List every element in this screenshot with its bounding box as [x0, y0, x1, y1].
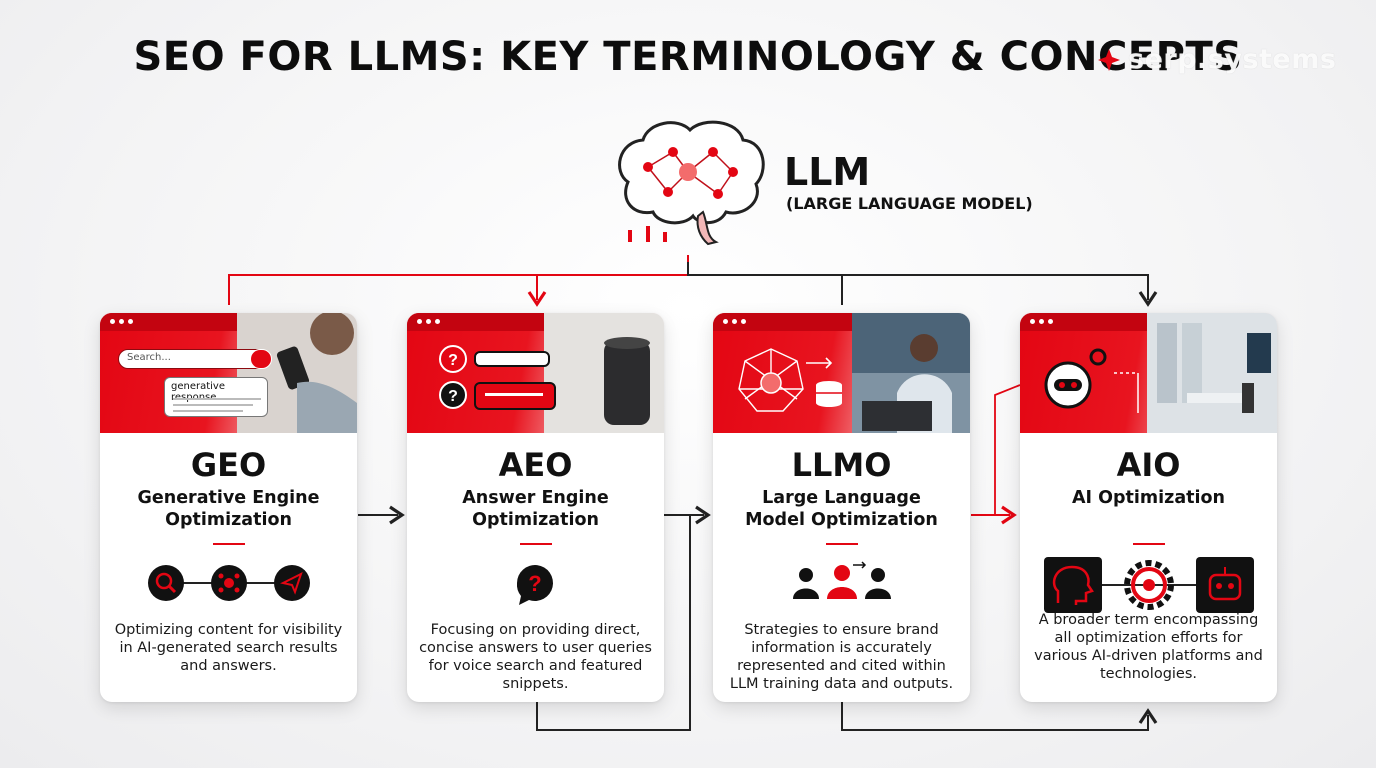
brain-head-icon: [1044, 557, 1102, 613]
divider: [519, 543, 552, 545]
card-name-line1: Large Language: [762, 488, 921, 508]
gear-icon: [1124, 560, 1174, 610]
robot-gear-illustration: [1044, 348, 1139, 413]
svg-text:?: ?: [528, 571, 541, 596]
watermark-text: serp.systems: [1128, 44, 1337, 75]
card-name-line1: Generative Engine: [137, 488, 320, 508]
laptop-user-photo: [852, 313, 970, 433]
search-placeholder: Search...: [127, 352, 171, 363]
search-icon: [148, 565, 184, 601]
card-acronym: GEO: [190, 446, 267, 484]
card-geo: Search... generative response GEO Genera…: [100, 313, 357, 702]
geo-icon-row: [148, 565, 310, 601]
card-name-line2: Optimization: [165, 510, 292, 530]
card-llmo: LLMO Large Language Model Optimization S…: [713, 313, 970, 702]
llmo-bottom-loop: [841, 702, 1158, 731]
card-header-image: ? ?: [407, 313, 664, 433]
svg-text:?: ?: [448, 352, 458, 369]
smart-speaker-photo: [544, 313, 664, 433]
llm-subtitle: (LARGE LANGUAGE MODEL): [786, 194, 1033, 213]
qa-bubbles-illustration: ? ?: [439, 345, 556, 410]
card-aeo: ? ? AEO Answer Engine Optimization ? Foc…: [407, 313, 664, 702]
network-node-icon: [211, 565, 247, 601]
card-name-line2: Optimization: [472, 510, 599, 530]
llmo-aio-red-link: [994, 384, 1021, 515]
card-description: Strategies to ensure brand information i…: [729, 622, 954, 692]
office-room-photo: [1147, 313, 1277, 433]
card-acronym: AEO: [498, 446, 573, 484]
card-acronym: LLMO: [791, 446, 892, 484]
card-name-line1: Answer Engine: [462, 488, 609, 508]
generative-response-bubble: generative response: [164, 377, 268, 417]
card-description: A broader term encompassing all optimiza…: [1034, 612, 1263, 682]
card-acronym: AIO: [1116, 446, 1181, 484]
svg-text:?: ?: [448, 388, 458, 405]
llm-to-llmo-line: [687, 262, 843, 305]
search-icon: [250, 349, 272, 369]
card-name-line2: Model Optimization: [745, 510, 938, 530]
divider: [1132, 543, 1165, 545]
robot-icon: [1196, 557, 1254, 613]
card-description: Focusing on providing direct, concise an…: [419, 622, 652, 692]
card-description: Optimizing content for visibility in AI-…: [114, 622, 343, 674]
divider: [212, 543, 245, 545]
divider: [825, 543, 858, 545]
people-group-icon: [793, 561, 891, 599]
network-database-illustration: [738, 348, 842, 412]
llm-to-aio-line: [687, 262, 1158, 307]
card-aio: AIO AI Optimization A broader term encom…: [1020, 313, 1277, 702]
llm-title: LLM: [784, 150, 871, 194]
search-bar-illustration: Search...: [118, 349, 270, 369]
aio-icon-row: [1044, 557, 1254, 613]
brain-network-icon: [618, 120, 765, 246]
question-bubble-icon: ?: [516, 565, 553, 605]
card-name-line1: AI Optimization: [1072, 488, 1225, 508]
diamond-logo-icon: [1098, 48, 1120, 71]
page-title: SEO FOR LLMS: KEY TERMINOLOGY & CONCEPTS: [133, 34, 1243, 80]
send-icon: [274, 565, 310, 601]
watermark: serp.systems: [1098, 44, 1336, 75]
card-header-image: [713, 313, 970, 433]
card-header-image: Search... generative response: [100, 313, 357, 433]
llm-to-aeo-line: [527, 262, 689, 307]
card-header-image: [1020, 313, 1277, 433]
generative-response-label: generative response: [171, 381, 225, 403]
llm-to-geo-line: [228, 255, 689, 305]
